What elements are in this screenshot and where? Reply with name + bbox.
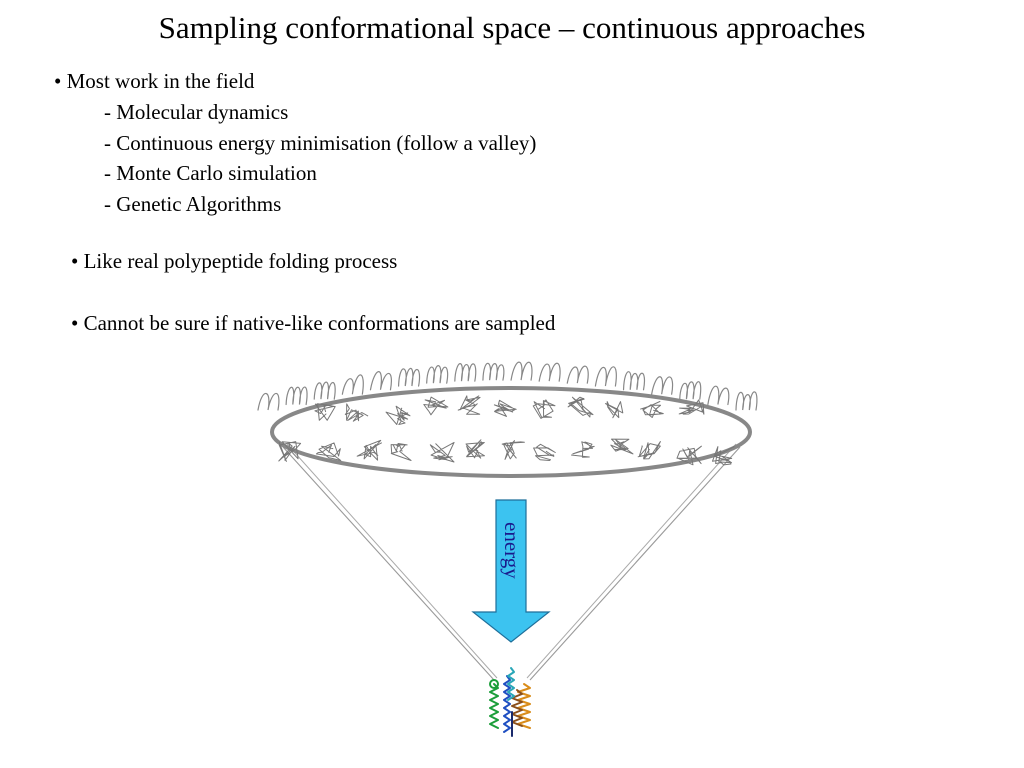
conformation-structure bbox=[314, 403, 336, 421]
decoy-squiggle bbox=[369, 371, 392, 391]
cone-right-line-2 bbox=[526, 443, 737, 679]
decoy-squiggle bbox=[735, 391, 758, 411]
native-strand bbox=[507, 667, 515, 701]
conformation-structure bbox=[344, 403, 369, 422]
energy-arrow-label: energy bbox=[500, 522, 524, 579]
conformation-structure bbox=[712, 446, 735, 466]
conformation-structure bbox=[493, 399, 517, 417]
conformation-structure bbox=[423, 396, 449, 416]
cone-left-line bbox=[282, 446, 495, 681]
funnel-cone bbox=[282, 443, 741, 681]
decoy-squiggle bbox=[454, 363, 477, 382]
bullet-cannot-be-sure: • Cannot be sure if native-like conforma… bbox=[71, 311, 556, 335]
conformation-structures bbox=[278, 395, 735, 466]
subitem-molecular-dynamics: - Molecular dynamics bbox=[104, 100, 289, 124]
native-strand bbox=[511, 689, 523, 727]
decoy-squiggle bbox=[538, 362, 561, 382]
bullet-most-work: • Most work in the field bbox=[54, 69, 255, 93]
subitem-energy-minimisation: - Continuous energy minimisation (follow… bbox=[104, 131, 537, 155]
conformation-structure bbox=[532, 399, 556, 419]
decoy-squiggle bbox=[510, 361, 533, 381]
conformation-structure bbox=[385, 405, 411, 425]
decoy-squiggle-row bbox=[257, 361, 758, 411]
decoy-squiggle bbox=[679, 381, 702, 400]
conformation-structure bbox=[676, 445, 702, 466]
subitem-genetic-algorithms: - Genetic Algorithms bbox=[104, 192, 282, 216]
decoy-squiggle bbox=[482, 362, 505, 381]
conformation-structure bbox=[457, 395, 481, 415]
cone-right-line bbox=[529, 446, 741, 681]
slide-title: Sampling conformational space – continuo… bbox=[158, 10, 866, 45]
conformation-structure bbox=[429, 441, 455, 463]
conformation-structure bbox=[356, 439, 383, 461]
decoy-squiggle bbox=[257, 392, 280, 411]
decoy-squiggle bbox=[341, 374, 364, 395]
native-structure bbox=[489, 667, 531, 737]
decoy-squiggle bbox=[397, 367, 421, 387]
decoy-squiggle bbox=[622, 371, 646, 391]
decoy-squiggle bbox=[566, 365, 589, 384]
subitem-monte-carlo: - Monte Carlo simulation bbox=[104, 161, 317, 185]
conformation-structure bbox=[278, 441, 302, 462]
conformation-structure bbox=[678, 399, 705, 415]
decoy-squiggle bbox=[707, 385, 730, 406]
energy-arrow-shape bbox=[471, 499, 551, 643]
cone-left-line-2 bbox=[286, 443, 498, 679]
conformation-structure bbox=[501, 440, 525, 460]
decoy-squiggle bbox=[651, 376, 674, 395]
energy-arrow: energy bbox=[471, 499, 551, 643]
conformation-structure bbox=[465, 439, 485, 459]
conformation-structure bbox=[571, 441, 595, 458]
bullet-real-folding: • Like real polypeptide folding process bbox=[71, 249, 398, 273]
native-strand bbox=[503, 675, 511, 733]
conformation-structure bbox=[390, 443, 412, 461]
decoy-squiggle bbox=[594, 366, 617, 387]
native-ring bbox=[489, 679, 499, 689]
decoy-squiggle bbox=[285, 386, 308, 406]
decoy-squiggle bbox=[313, 381, 336, 400]
conformation-structure bbox=[637, 441, 661, 460]
conformation-structure bbox=[610, 438, 634, 455]
native-strand bbox=[489, 683, 499, 729]
native-strand bbox=[517, 683, 531, 729]
conformation-structure bbox=[533, 443, 556, 461]
conformation-ensemble-ellipse bbox=[270, 386, 752, 478]
conformation-structure bbox=[315, 442, 342, 461]
decoy-squiggle bbox=[426, 365, 449, 384]
conformation-structure bbox=[640, 401, 664, 418]
conformation-structure bbox=[567, 396, 594, 418]
conformation-structure bbox=[604, 401, 624, 419]
